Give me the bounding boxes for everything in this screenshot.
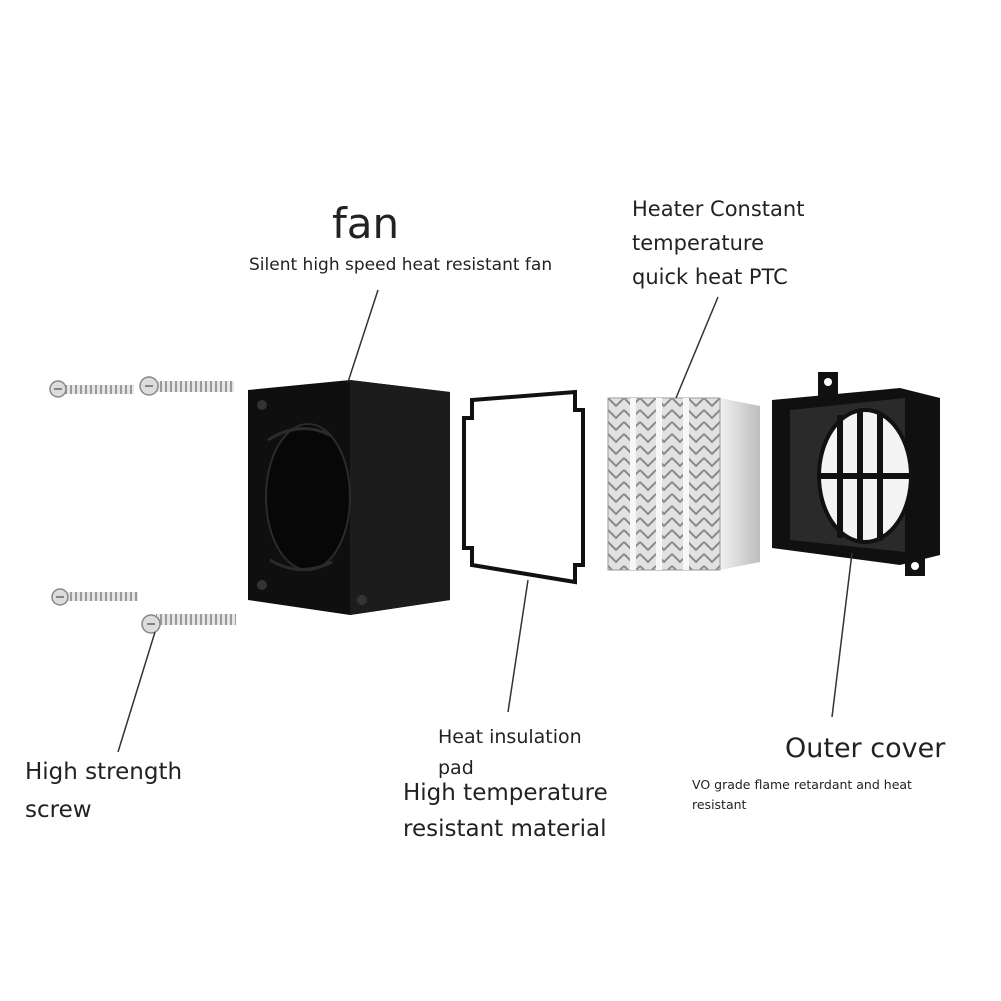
leader-line-screw (117, 631, 156, 753)
screw-top-left (49, 380, 134, 398)
leader-line-fan (347, 289, 379, 383)
outer-cover (772, 372, 940, 576)
cover-title: Outer cover (785, 733, 946, 764)
fan-body (248, 380, 450, 615)
ptc-heater (607, 397, 760, 571)
pad-description: High temperature resistant material (403, 780, 608, 842)
screw-top-right (139, 376, 234, 396)
screw-bottom-right (141, 614, 236, 634)
leader-line-heater (675, 296, 719, 399)
heater-label: Heater Constant temperature quick heat P… (632, 197, 805, 289)
insulation-pad (462, 389, 585, 585)
screw-bottom-left (51, 588, 138, 606)
fan-title: fan (332, 199, 400, 248)
leader-line-pad (507, 579, 529, 713)
screw-label: High strength screw (25, 759, 183, 823)
fan-description: Silent high speed heat resistant fan (249, 255, 553, 275)
cover-description: VO grade flame retardant and heat resist… (692, 777, 912, 812)
leader-line-cover (831, 552, 853, 718)
pad-title: Heat insulation pad (438, 726, 582, 779)
